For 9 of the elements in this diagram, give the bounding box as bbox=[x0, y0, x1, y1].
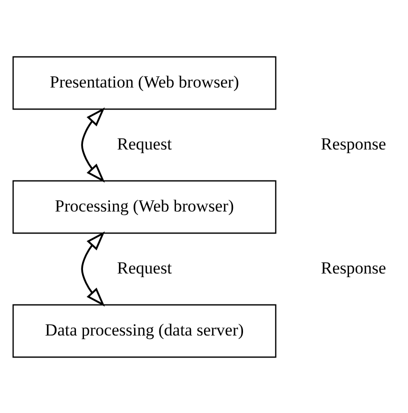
arrow bbox=[81, 230, 105, 306]
node-box: Presentation (Web browser) bbox=[12, 56, 276, 110]
node-box: Processing (Web browser) bbox=[12, 180, 276, 234]
label: Request bbox=[117, 258, 172, 277]
label: Request bbox=[117, 134, 172, 153]
label: Response bbox=[320, 134, 386, 153]
arrow bbox=[81, 106, 105, 182]
label: Response bbox=[320, 258, 386, 277]
node-box: Data processing (data server) bbox=[12, 304, 276, 358]
